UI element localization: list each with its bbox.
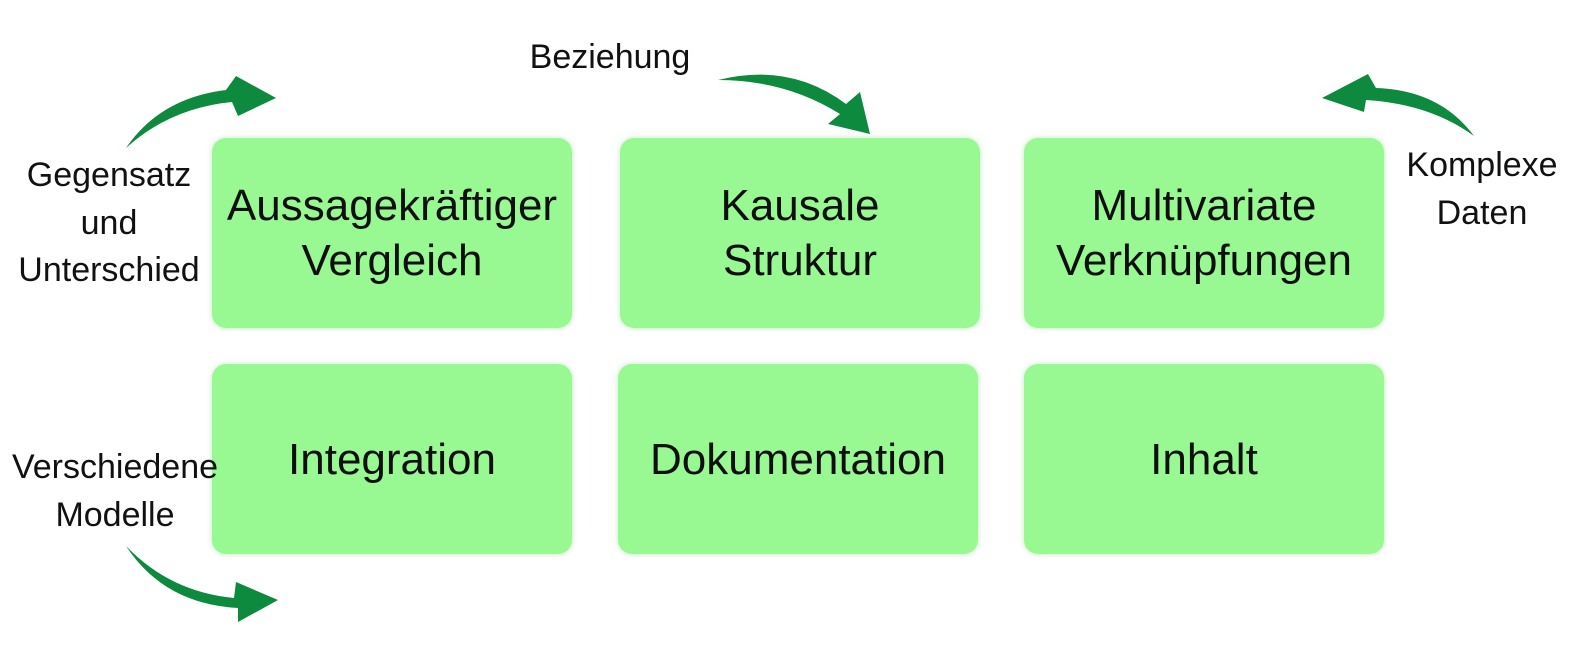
label-complex-data: Komplexe Daten <box>1406 146 1558 232</box>
arrow-models-to-integration <box>126 546 278 622</box>
arrow-relation-to-causal <box>718 74 870 134</box>
box-causal-structure: Kausale Struktur <box>620 138 980 328</box>
label-contrast-difference: Gegensatz und Unterschied <box>18 156 200 290</box>
box-integration: Integration <box>212 364 572 554</box>
box-documentation: Dokumentation <box>618 364 978 554</box>
box-multivariate-links: Multivariate Verknüpfungen <box>1024 138 1384 328</box>
box-content: Inhalt <box>1024 364 1384 554</box>
arrow-contrast-to-comparison <box>126 76 276 148</box>
box-meaningful-comparison: Aussagekräftiger Vergleich <box>212 138 572 328</box>
label-relation: Beziehung <box>529 38 691 76</box>
arrow-complex-to-multivariate <box>1322 74 1474 136</box>
label-different-models: Verschiedene Modelle <box>11 448 219 534</box>
